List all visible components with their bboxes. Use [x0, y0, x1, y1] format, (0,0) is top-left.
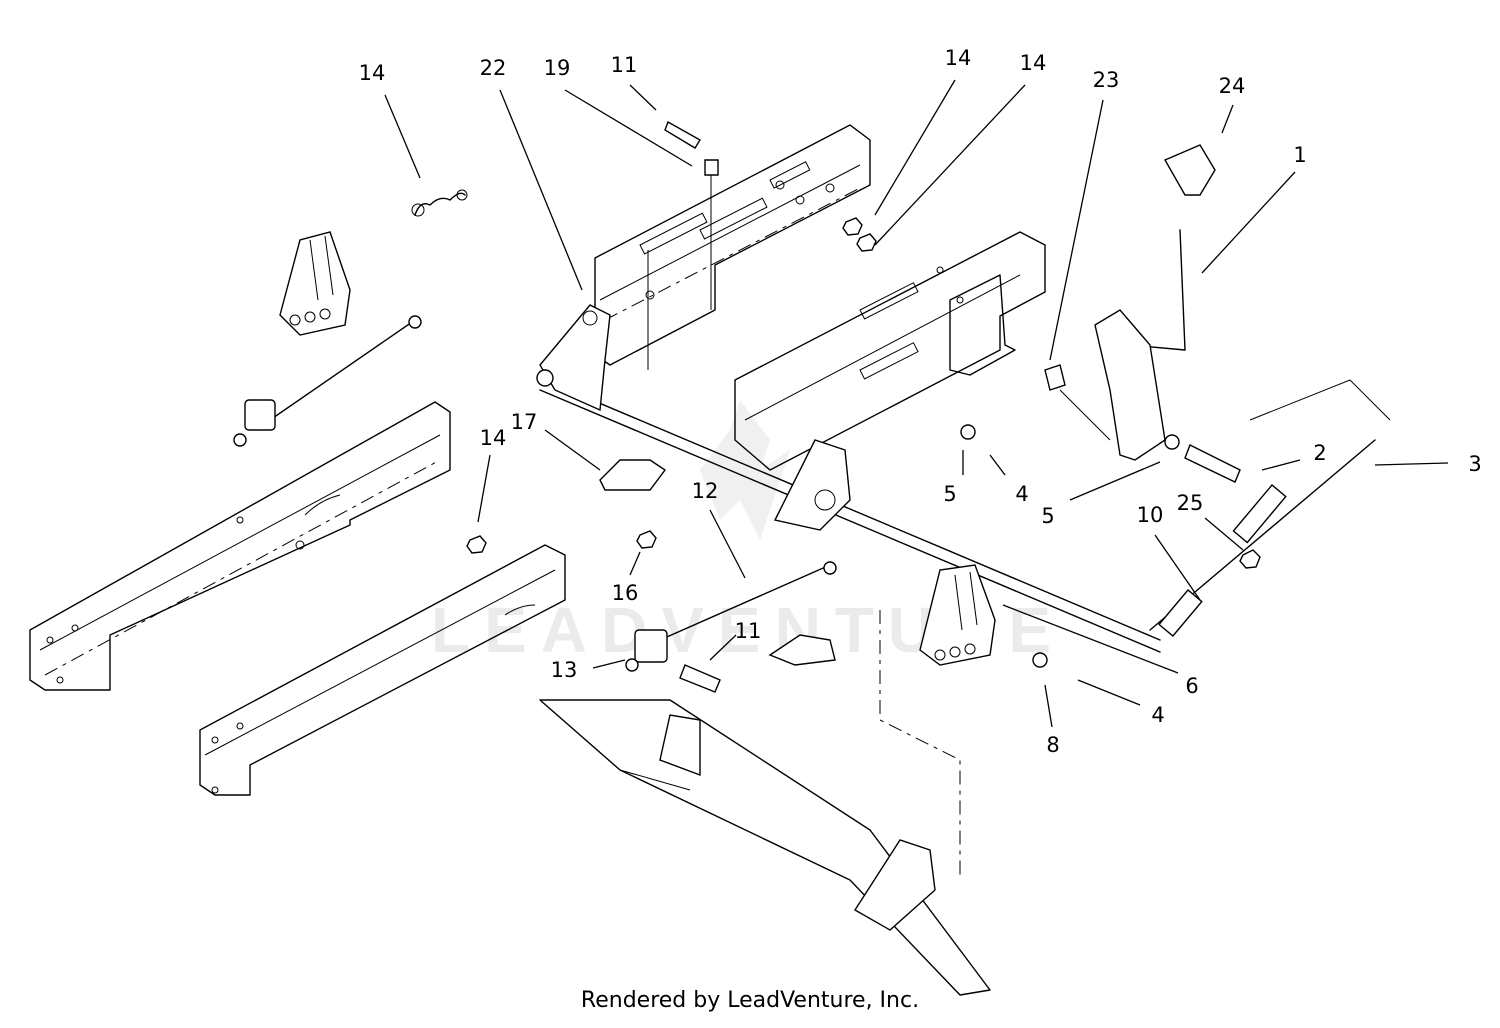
callout-13: 13 — [551, 658, 578, 682]
leader-lines — [384, 79, 1449, 728]
callout-17: 14 — [359, 61, 386, 85]
callout-8: 8 — [1046, 733, 1059, 757]
callout-10: 10 — [1137, 503, 1164, 527]
callout-16: 17 — [511, 410, 538, 434]
callout-19: 19 — [544, 56, 571, 80]
callout-14-top-left: 14 — [945, 46, 972, 70]
callout-12: 12 — [692, 479, 719, 503]
lift-handle-assembly — [1044, 144, 1241, 483]
callout-labels: 14 22 19 11 14 14 23 24 1 2 3 4 5 5 10 2… — [359, 46, 1482, 757]
callout-6: 6 — [1185, 674, 1198, 698]
deck-hanger — [539, 610, 991, 996]
callout-1: 1 — [1293, 143, 1306, 167]
callout-3: 3 — [1468, 452, 1481, 476]
footer-credit: Rendered by LeadVenture, Inc. — [580, 988, 920, 1013]
callout-4-lower: 4 — [1151, 703, 1164, 727]
callout-5-lower: 5 — [1041, 504, 1054, 528]
lower-center-frame-rail — [199, 544, 566, 796]
callout-14-center: 16 — [612, 581, 639, 605]
left-link-rod — [233, 315, 422, 447]
callout-14-left: 14 — [480, 426, 507, 450]
callout-11-top: 11 — [611, 53, 638, 77]
lower-left-frame-rail — [29, 401, 451, 691]
callout-11-lower: 11 — [735, 619, 762, 643]
callout-23: 23 — [1093, 68, 1120, 92]
right-pulling-rod — [960, 379, 1391, 668]
callout-2: 2 — [1313, 441, 1326, 465]
callout-24: 24 — [1219, 74, 1246, 98]
spring — [411, 189, 468, 217]
left-height-bracket — [279, 231, 351, 336]
callout-4-upper: 4 — [1015, 482, 1028, 506]
upper-right-channel — [734, 231, 1046, 471]
callout-25: 25 — [1177, 491, 1204, 515]
callout-14-top-right: 14 — [1020, 51, 1047, 75]
cross-shaft-assembly — [536, 304, 1161, 653]
center-link-rod — [625, 561, 837, 672]
callout-5-upper: 5 — [943, 482, 956, 506]
right-height-bracket — [919, 564, 996, 666]
callout-22: 22 — [480, 56, 507, 80]
upper-center-channel — [594, 124, 871, 370]
hardware — [466, 120, 877, 693]
